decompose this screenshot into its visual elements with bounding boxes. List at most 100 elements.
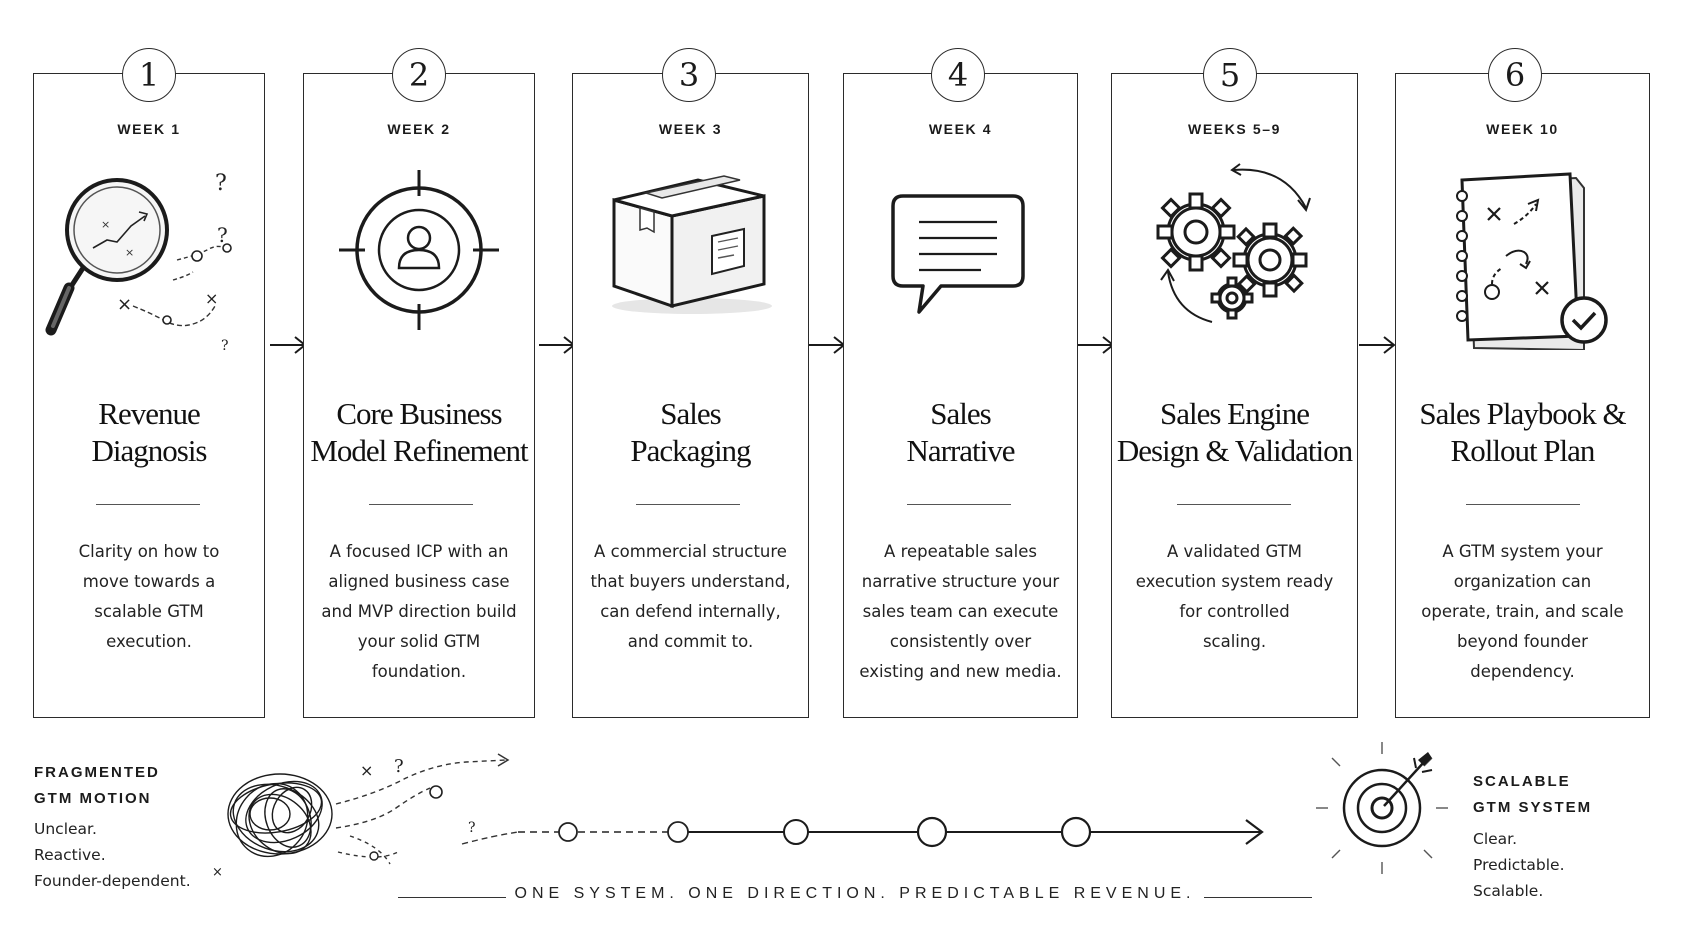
step-week-6: WEEK 10 xyxy=(1486,121,1559,137)
step-desc-6-line-5: dependency. xyxy=(1470,662,1575,681)
step-desc-2-line-4: your solid GTM xyxy=(357,632,481,651)
scalable-trait-1: Clear. xyxy=(1473,830,1518,848)
step-week-1: WEEK 1 xyxy=(117,121,181,137)
svg-text:×: × xyxy=(205,289,218,308)
journey-path: × × ? ? xyxy=(210,748,1280,888)
step-divider-6 xyxy=(1466,504,1580,505)
svg-text:×: × xyxy=(360,761,373,780)
step-desc-6-line-4: beyond founder xyxy=(1457,632,1588,651)
svg-text:?: ? xyxy=(215,171,227,196)
step-arrow-5 xyxy=(1357,333,1397,357)
step-week-4: WEEK 4 xyxy=(928,121,993,137)
tagline: ONE SYSTEM. ONE DIRECTION. PREDICTABLE R… xyxy=(514,885,1196,902)
scalable-traits: Clear. Predictable. Scalable. xyxy=(1473,826,1565,904)
step-title-6-line-2: Rollout Plan xyxy=(1450,433,1596,468)
svg-text:?: ? xyxy=(468,820,476,836)
step-desc-4-line-2: narrative structure your xyxy=(861,572,1060,591)
step-desc-3-line-4: and commit to. xyxy=(627,632,754,651)
step-number-2: 2 xyxy=(392,48,446,102)
step-desc-4-line-4: consistently over xyxy=(889,632,1032,651)
step-desc-4-line-3: sales team can execute xyxy=(862,602,1059,621)
step-desc-6-line-3: operate, train, and scale xyxy=(1421,602,1624,621)
step-divider-3 xyxy=(636,504,740,505)
step-desc-6: A GTM system your organization can opera… xyxy=(1398,537,1647,687)
svg-text:×: × xyxy=(212,865,223,880)
step-title-1: Revenue Diagnosis xyxy=(33,395,265,469)
playbook-check-icon xyxy=(1444,160,1614,350)
step-desc-3-line-1: A commercial structure xyxy=(594,542,787,561)
step-desc-1-line-2: move towards a xyxy=(82,572,216,591)
step-desc-6-line-2: organization can xyxy=(1453,572,1592,591)
step-desc-6-line-1: A GTM system your xyxy=(1442,542,1603,561)
step-desc-2-line-1: A focused ICP with an xyxy=(329,542,509,561)
step-card-1 xyxy=(33,73,265,718)
step-title-6-line-1: Sales Playbook & xyxy=(1419,396,1626,431)
scalable-trait-3: Scalable. xyxy=(1473,882,1544,900)
step-number-5: 5 xyxy=(1203,48,1257,102)
step-desc-5-line-2: execution system ready xyxy=(1135,572,1334,591)
tagline-rule-left xyxy=(398,897,506,898)
step-desc-3: A commercial structure that buyers under… xyxy=(576,537,805,657)
scalable-trait-2: Predictable. xyxy=(1473,856,1565,874)
step-number-3: 3 xyxy=(662,48,716,102)
step-desc-2-line-5: foundation. xyxy=(371,662,467,681)
svg-text:×: × xyxy=(101,218,110,231)
step-arrow-4 xyxy=(1076,333,1116,357)
step-title-5-line-2: Design & Validation xyxy=(1116,433,1353,468)
step-divider-1 xyxy=(96,504,200,505)
tagline-rule-right xyxy=(1204,897,1312,898)
step-title-1-line-2: Diagnosis xyxy=(91,433,208,468)
step-week-5: WEEKS 5–9 xyxy=(1188,121,1281,137)
speech-bubble-icon xyxy=(885,160,1035,330)
step-title-4-line-1: Sales xyxy=(930,396,991,431)
step-divider-4 xyxy=(907,504,1011,505)
step-title-2-line-1: Core Business xyxy=(336,396,502,431)
step-desc-2-line-3: and MVP direction build xyxy=(321,602,517,621)
step-desc-3-line-3: can defend internally, xyxy=(600,602,781,621)
step-divider-5 xyxy=(1177,504,1291,505)
step-desc-1: Clarity on how to move towards a scalabl… xyxy=(38,537,260,657)
step-desc-5-line-4: scaling. xyxy=(1202,632,1267,651)
fragmented-trait-2: Reactive. xyxy=(34,846,106,864)
fragmented-trait-1: Unclear. xyxy=(34,820,97,838)
step-arrow-1 xyxy=(268,333,308,357)
svg-text:×: × xyxy=(125,246,134,259)
step-title-3-line-2: Packaging xyxy=(630,433,751,468)
step-week-2: WEEK 2 xyxy=(387,121,451,137)
step-desc-1-line-1: Clarity on how to xyxy=(78,542,220,561)
step-desc-3-line-2: that buyers understand, xyxy=(590,572,791,591)
fragmented-trait-3: Founder-dependent. xyxy=(34,872,191,890)
target-arrow-icon xyxy=(1312,738,1452,878)
package-box-icon xyxy=(602,160,782,320)
svg-text:?: ? xyxy=(221,338,229,354)
step-title-3-line-1: Sales xyxy=(660,396,721,431)
step-divider-2 xyxy=(369,504,473,505)
scalable-heading: SCALABLE GTM SYSTEM xyxy=(1473,769,1592,821)
fragmented-traits: Unclear. Reactive. Founder-dependent. xyxy=(34,816,191,894)
fragmented-heading: FRAGMENTED GTM MOTION xyxy=(34,760,160,812)
scalable-heading-line-1: SCALABLE xyxy=(1473,773,1571,790)
step-title-5: Sales Engine Design & Validation xyxy=(1111,395,1358,469)
step-desc-2-line-2: aligned business case xyxy=(328,572,510,591)
step-title-5-line-1: Sales Engine xyxy=(1160,396,1310,431)
step-title-4-line-2: Narrative xyxy=(906,433,1015,468)
step-title-2: Core Business Model Refinement xyxy=(303,395,535,469)
step-title-3: Sales Packaging xyxy=(572,395,809,469)
svg-text:×: × xyxy=(117,294,132,315)
step-number-1: 1 xyxy=(122,48,176,102)
step-card-5 xyxy=(1111,73,1358,718)
step-desc-1-line-3: scalable GTM xyxy=(94,602,204,621)
scalable-heading-line-2: GTM SYSTEM xyxy=(1473,799,1593,816)
fragmented-heading-line-1: FRAGMENTED xyxy=(34,764,160,781)
gears-cycle-icon xyxy=(1148,160,1328,340)
step-desc-5: A validated GTM execution system ready f… xyxy=(1115,537,1354,657)
step-desc-5-line-1: A validated GTM xyxy=(1166,542,1302,561)
step-title-1-line-1: Revenue xyxy=(98,396,200,431)
step-arrow-2 xyxy=(537,333,577,357)
step-card-4 xyxy=(843,73,1078,718)
step-title-6: Sales Playbook & Rollout Plan xyxy=(1395,395,1650,469)
step-desc-1-line-4: execution. xyxy=(106,632,192,651)
step-number-6: 6 xyxy=(1488,48,1542,102)
magnifier-map-icon: × × ? ? ? × × xyxy=(45,160,255,360)
step-desc-4: A repeatable sales narrative structure y… xyxy=(846,537,1075,687)
